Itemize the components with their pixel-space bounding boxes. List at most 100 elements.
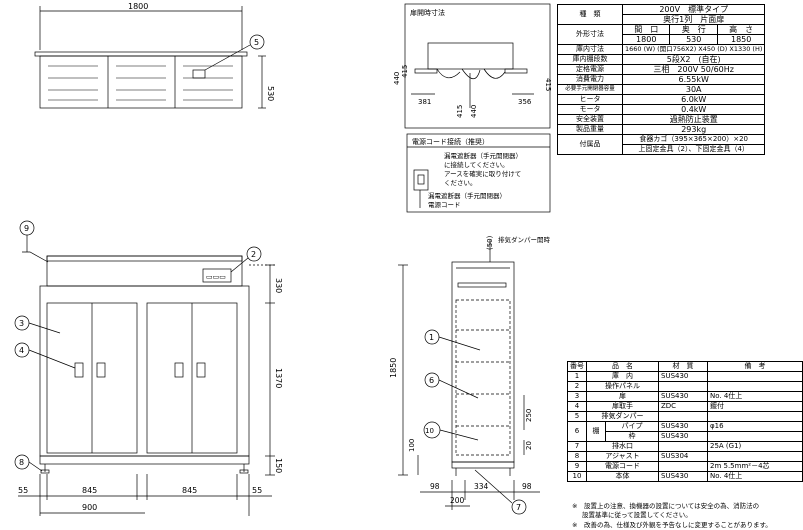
cord-detail: 電源コード接続（推奨） 漏電遮断器（手元開閉器） に接続してください。 アースを… [406, 133, 551, 213]
note-2: 設置基準に従って設置してください。 [582, 511, 692, 519]
dim-w1: 55 [18, 486, 28, 495]
note-3: ※ 改善の為、仕様及び外観を予告なしに変更することがあります。 [572, 521, 772, 529]
spec-size-label: 外形寸法 [557, 24, 623, 45]
spec-power-value: 三相 200V 50/60Hz [621, 64, 766, 75]
side-view: 排気ダンパー開時 (50) 1 6 10 7 1850 100 250 20 [389, 235, 551, 515]
dim-h-bot: 150 [274, 458, 283, 473]
dim-w2: 845 [82, 486, 97, 495]
spec-size-h1: 間 口 [621, 24, 671, 35]
spec-inner-label: 庫内寸法 [557, 44, 623, 55]
spec-consumption-label: 消費電力 [557, 74, 623, 85]
callout-7: 7 [516, 503, 521, 512]
spec-motor-value: 0.4kW [621, 104, 766, 115]
front-view: 9 ▭▭▭ 2 3 4 8 330 1370 150 55 [14, 220, 283, 516]
callout-2: 2 [251, 250, 256, 259]
dim-h-top: 330 [274, 278, 283, 293]
spec-accessory-label: 付属品 [557, 134, 623, 155]
door-dim-3: 381 [418, 98, 431, 106]
panel-display-mark: ▭▭▭ [206, 273, 226, 281]
parts-group-6: 6 [567, 421, 587, 442]
cord-text-6: 電源コード [428, 200, 461, 209]
parts-h-no: 番号 [567, 361, 587, 372]
door-dim-7: 415 [544, 78, 552, 91]
dim-w4: 55 [252, 486, 262, 495]
top-view: 1800 5 530 [34, 2, 275, 109]
spec-accessory-2: 上固定金具（2）、下固定金具（4） [621, 144, 766, 155]
door-dim-5: 440 [470, 105, 478, 118]
dim-h-mid: 1370 [274, 368, 283, 388]
callout-10: 10 [425, 427, 434, 435]
parts-group-6-name: 棚 [586, 421, 606, 442]
door-dim-4: 415 [456, 105, 464, 118]
callout-3: 3 [19, 319, 24, 328]
spec-safety-value: 過熱防止装置 [621, 114, 766, 125]
dim-w-half: 900 [82, 503, 97, 512]
door-detail-title: 扉開時寸法 [410, 8, 445, 17]
dim-low: 100 [408, 439, 416, 452]
callout-4: 4 [19, 346, 24, 355]
spec-weight-label: 製品重量 [557, 124, 623, 135]
dim-shelf: 250 [525, 409, 533, 422]
callout-1: 1 [429, 333, 434, 342]
spec-heater-label: ヒータ [557, 94, 623, 105]
parts-h-name: 品 名 [586, 361, 659, 372]
cord-text-5: 漏電遮断器（手元開閉器） [428, 191, 506, 200]
spec-breaker-value: 30A [621, 84, 766, 95]
spec-size-h3: 高 さ [716, 24, 766, 35]
dim-b1: 98 [430, 482, 440, 491]
spec-size-h2: 奥 行 [669, 24, 718, 35]
spec-shelves-value: 5段X2 (自在) [621, 54, 766, 65]
cord-text-2: に接続してください。 [444, 160, 509, 169]
spec-consumption-value: 6.55kW [621, 74, 766, 85]
dim-height-side: 1850 [389, 358, 398, 378]
cord-text-3: アースを確実に取り付けて [444, 169, 521, 178]
spec-motor-label: モータ [557, 104, 623, 115]
dim-b2: 334 [474, 482, 489, 491]
spec-breaker-label: 必要手元開閉器容量 [557, 84, 623, 95]
spec-safety-label: 安全装置 [557, 114, 623, 125]
spec-inner-value: 1660 (W) (開口756X2) X450 (D) X1330 (H) [621, 44, 766, 55]
door-dim-6: 356 [518, 98, 532, 106]
spec-size-v2: 530 [669, 34, 718, 45]
dim-b4: 200 [450, 496, 465, 505]
door-dim-2: 415 [401, 65, 409, 78]
parts-h-note: 備 考 [707, 361, 803, 372]
callout-6: 6 [429, 376, 434, 385]
spec-type-1: 200V 標準タイプ [621, 4, 766, 15]
callout-9: 9 [24, 224, 29, 233]
dim-gap: 20 [525, 441, 533, 450]
spec-accessory-1: 食器カゴ（395×365×200）×20 [621, 134, 766, 145]
cord-title: 電源コード接続（推奨） [412, 137, 489, 146]
spec-weight-value: 293kg [621, 124, 766, 135]
door-dim-1: 440 [393, 72, 401, 85]
spec-size-v3: 1850 [716, 34, 766, 45]
spec-type-2: 奥行1列 片面扉 [621, 14, 766, 25]
callout-8: 8 [19, 458, 24, 467]
note-1: ※ 設置上の注意、換機器の設置については安全の為、消防法の [572, 502, 760, 510]
door-open-detail: 扉開時寸法 440 415 381 415 440 356 415 [393, 3, 552, 129]
dim-depth-top: 530 [266, 86, 275, 101]
spec-heater-value: 6.0kW [621, 94, 766, 105]
spec-type-label: 種 類 [557, 4, 623, 25]
cord-text-1: 漏電遮断器（手元開閉器） [444, 151, 522, 160]
callout-5: 5 [254, 38, 259, 47]
cord-text-4: ください。 [444, 179, 477, 187]
dim-width-top: 1800 [128, 2, 148, 11]
dim-b3: 98 [522, 482, 532, 491]
spec-power-label: 定格電源 [557, 64, 623, 75]
spec-size-v1: 1800 [621, 34, 671, 45]
spec-shelves-label: 庫内棚段数 [557, 54, 623, 65]
